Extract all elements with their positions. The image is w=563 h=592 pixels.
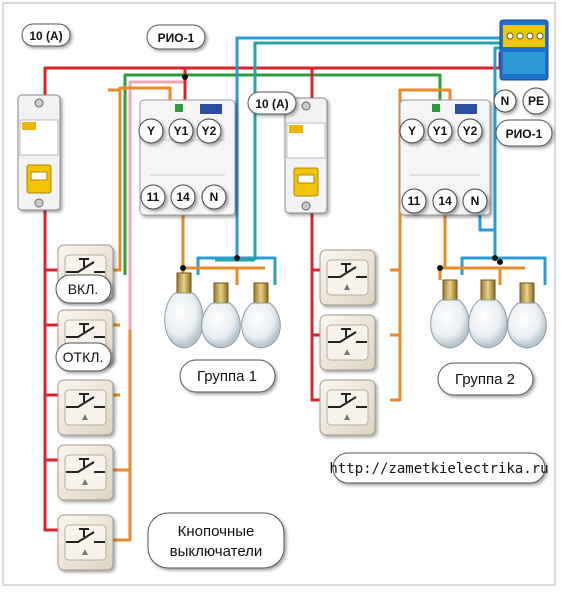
busbar-pe-label: PE	[528, 94, 544, 108]
lamp-group-2	[430, 279, 547, 349]
off-label: ОТКЛ.	[63, 349, 104, 365]
frame	[2, 2, 556, 586]
terminal-14: 14	[438, 194, 452, 208]
lamp	[164, 272, 204, 349]
group-1-label: Группа 1	[197, 368, 257, 385]
terminal-y1: Y1	[174, 124, 189, 138]
lamp	[201, 282, 241, 349]
lamp	[507, 282, 547, 349]
pushbutton-switch	[319, 314, 376, 371]
terminal-11: 11	[408, 194, 421, 208]
relay-left-label: РИО-1	[158, 31, 195, 45]
relay-right-terminals: Y Y1 Y2 11 14 N N PE	[399, 87, 550, 214]
lamp	[241, 282, 281, 349]
source-url: http://zametkielectrika.ru	[329, 461, 548, 477]
breaker-left-label: 10 (A)	[29, 29, 62, 43]
pushbutton-switch	[57, 379, 114, 436]
relay-left-terminals: Y Y1 Y2 11 14 N	[138, 118, 227, 210]
terminal-11: 11	[147, 190, 160, 204]
breaker-right-label: 10 (A)	[255, 97, 288, 111]
busbar-n-label: N	[501, 94, 510, 108]
terminal-y2: Y2	[463, 124, 478, 138]
breaker-left	[17, 94, 61, 211]
breaker-right	[284, 97, 328, 214]
relay-right-label: РИО-1	[506, 127, 543, 141]
lamp	[468, 279, 508, 349]
busbar	[499, 19, 549, 81]
group-2-label: Группа 2	[455, 371, 515, 388]
lamp	[430, 279, 470, 349]
labels: 10 (A) РИО-1 10 (A) РИО-1 ВКЛ. ОТКЛ. Гру…	[21, 23, 553, 569]
terminal-n: N	[210, 190, 219, 204]
pushbutton-switch	[319, 249, 376, 306]
terminal-14: 14	[176, 190, 190, 204]
junction-dots	[180, 74, 503, 271]
pushbutton-switch	[57, 444, 114, 501]
terminal-y1: Y1	[433, 124, 448, 138]
terminal-y: Y	[147, 124, 155, 138]
terminal-y2: Y2	[202, 124, 217, 138]
lamp-group-1	[164, 272, 281, 349]
pushbutton-switch	[57, 514, 114, 571]
on-label: ВКЛ.	[68, 281, 99, 297]
pushbutton-switch	[319, 379, 376, 436]
pushbuttons-label-line1: Кнопочные	[178, 523, 255, 540]
terminal-n: N	[471, 194, 480, 208]
pushbuttons-label-line2: выключатели	[170, 543, 263, 560]
terminal-y: Y	[408, 124, 416, 138]
